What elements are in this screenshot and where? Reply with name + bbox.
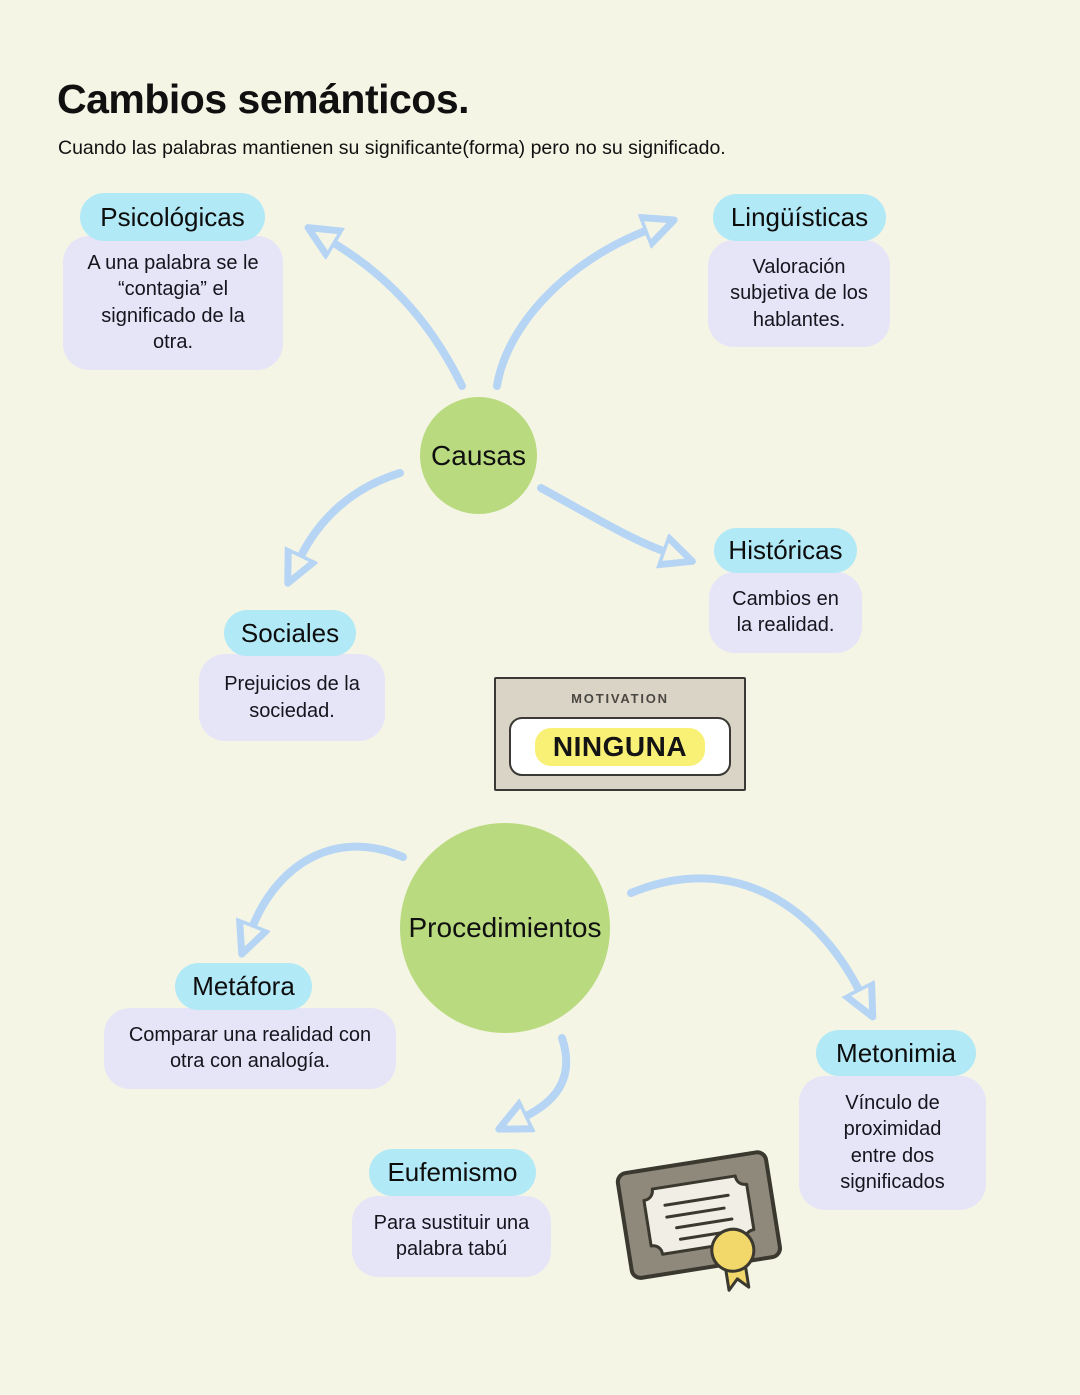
certificate-icon (615, 1150, 782, 1292)
page-subtitle: Cuando las palabras mantienen su signifi… (58, 137, 726, 159)
node-linguisticas-description: Valoración subjetiva de los hablantes. (708, 240, 890, 348)
node-metafora-description: Comparar una realidad con otra con analo… (104, 1008, 396, 1089)
center-node-procedimientos: Procedimientos (400, 823, 610, 1033)
motivation-widget: MOTIVATION NINGUNA (494, 677, 746, 791)
motivation-label: MOTIVATION (571, 691, 669, 706)
node-metonimia: Metonimia (816, 1030, 976, 1076)
node-linguisticas: Lingüísticas (713, 194, 886, 241)
page-title: Cambios semánticos. (57, 76, 470, 122)
arrow-paths (252, 230, 860, 1117)
node-psicologicas: Psicológicas (80, 193, 265, 241)
center-node-causas: Causas (420, 397, 537, 514)
node-psicologicas-description: A una palabra se le “contagia” el signif… (63, 236, 283, 370)
node-metafora: Metáfora (175, 963, 312, 1010)
motivation-value-box: NINGUNA (509, 717, 731, 776)
node-eufemismo: Eufemismo (369, 1149, 536, 1196)
node-eufemismo-description: Para sustituir una palabra tabú (352, 1196, 551, 1277)
node-historicas: Históricas (714, 528, 857, 573)
node-metonimia-description: Vínculo de proximidad entre dos signific… (799, 1076, 986, 1210)
node-sociales-description: Prejuicios de la sociedad. (199, 654, 385, 741)
motivation-value: NINGUNA (534, 727, 706, 766)
node-sociales: Sociales (224, 610, 356, 656)
node-historicas-description: Cambios en la realidad. (709, 572, 862, 653)
